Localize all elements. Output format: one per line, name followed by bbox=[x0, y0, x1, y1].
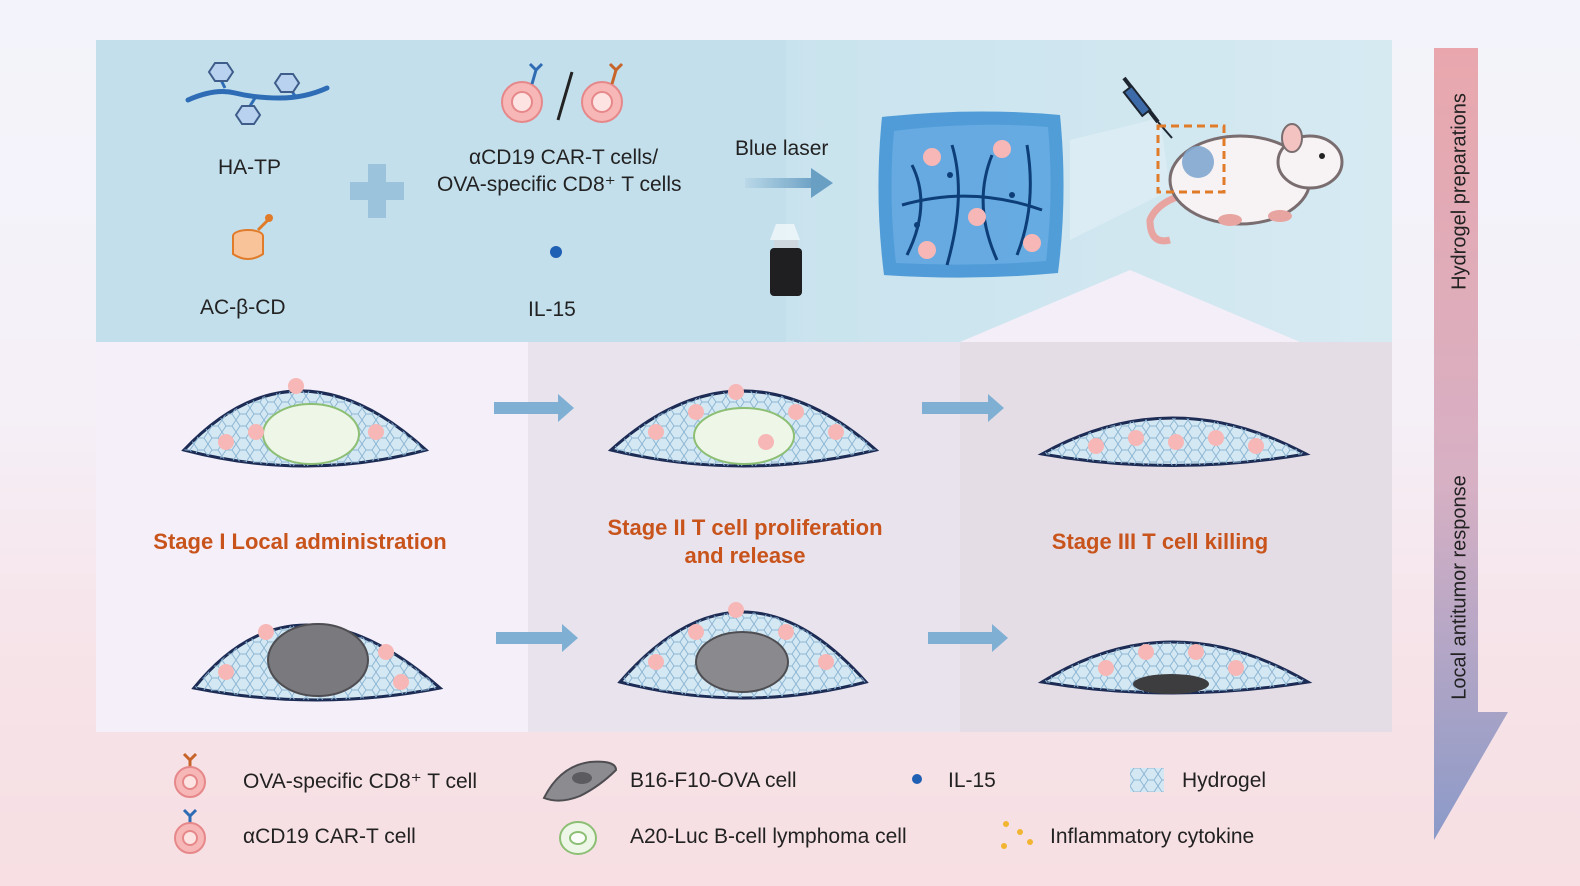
cells-label-line2: OVA-specific CD8⁺ T cells bbox=[437, 173, 682, 196]
laser-device-icon bbox=[770, 224, 802, 296]
tumor-stage3-a20 bbox=[1037, 416, 1311, 467]
legend-ova-label: OVA-specific CD8⁺ T cell bbox=[243, 770, 477, 793]
hydrogel-block-icon bbox=[878, 111, 1064, 278]
legend-hydrogel-label: Hydrogel bbox=[1182, 769, 1267, 792]
il15-label: IL-15 bbox=[528, 298, 576, 321]
stage-arrows bbox=[494, 394, 1008, 652]
b16-cell-legend-icon bbox=[542, 760, 618, 802]
hydrogel-preparations-label: Hydrogel preparations bbox=[1448, 93, 1471, 290]
stage-tumors bbox=[181, 378, 1313, 702]
blue-laser-label: Blue laser bbox=[735, 137, 829, 160]
cells-label-line1: αCD19 CAR-T cells/ bbox=[469, 146, 659, 169]
stage-2-title-line1: Stage II T cell proliferation bbox=[607, 515, 883, 540]
stage-2-title-line2: and release bbox=[684, 543, 806, 568]
legend-cytokine-label: Inflammatory cytokine bbox=[1050, 825, 1255, 848]
laser-arrow-icon bbox=[745, 168, 833, 198]
tumor-stage2-b16 bbox=[617, 602, 869, 700]
ac-cyclodextrin-icon bbox=[232, 214, 273, 260]
stage-3-title: Stage III T cell killing bbox=[1051, 529, 1269, 554]
car-t-legend-icon bbox=[174, 808, 206, 854]
legend-il15-label: IL-15 bbox=[948, 769, 996, 792]
ha-tp-polymer-icon bbox=[185, 62, 330, 125]
side-process-arrow bbox=[1434, 48, 1508, 840]
ac-cd-label: AC-β-CD bbox=[200, 296, 286, 319]
mouse-injection-icon bbox=[1122, 76, 1344, 245]
ova-tcell-legend-icon bbox=[174, 752, 206, 798]
plus-icon bbox=[350, 164, 404, 218]
local-antitumor-label: Local antitumor response bbox=[1448, 475, 1471, 700]
tumor-stage2-a20 bbox=[607, 384, 880, 468]
hydrogel-legend-icon bbox=[1130, 768, 1164, 792]
tumor-stage1-b16 bbox=[191, 623, 444, 702]
legend-b16-label: B16-F10-OVA cell bbox=[630, 769, 797, 792]
tumor-stage1-a20 bbox=[181, 378, 430, 468]
il15-dot-icon bbox=[550, 246, 562, 258]
il15-legend-icon bbox=[912, 774, 922, 784]
ha-tp-label: HA-TP bbox=[218, 156, 281, 179]
tumor-stage3-b16 bbox=[1037, 640, 1313, 695]
legend-a20-label: A20-Luc B-cell lymphoma cell bbox=[630, 825, 907, 848]
a20-cell-legend-icon bbox=[559, 821, 597, 855]
stage-1-title: Stage I Local administration bbox=[153, 529, 447, 554]
t-cells-icon bbox=[501, 62, 624, 123]
legend-car-t-label: αCD19 CAR-T cell bbox=[243, 825, 416, 848]
cytokine-legend-icon bbox=[1001, 821, 1033, 849]
